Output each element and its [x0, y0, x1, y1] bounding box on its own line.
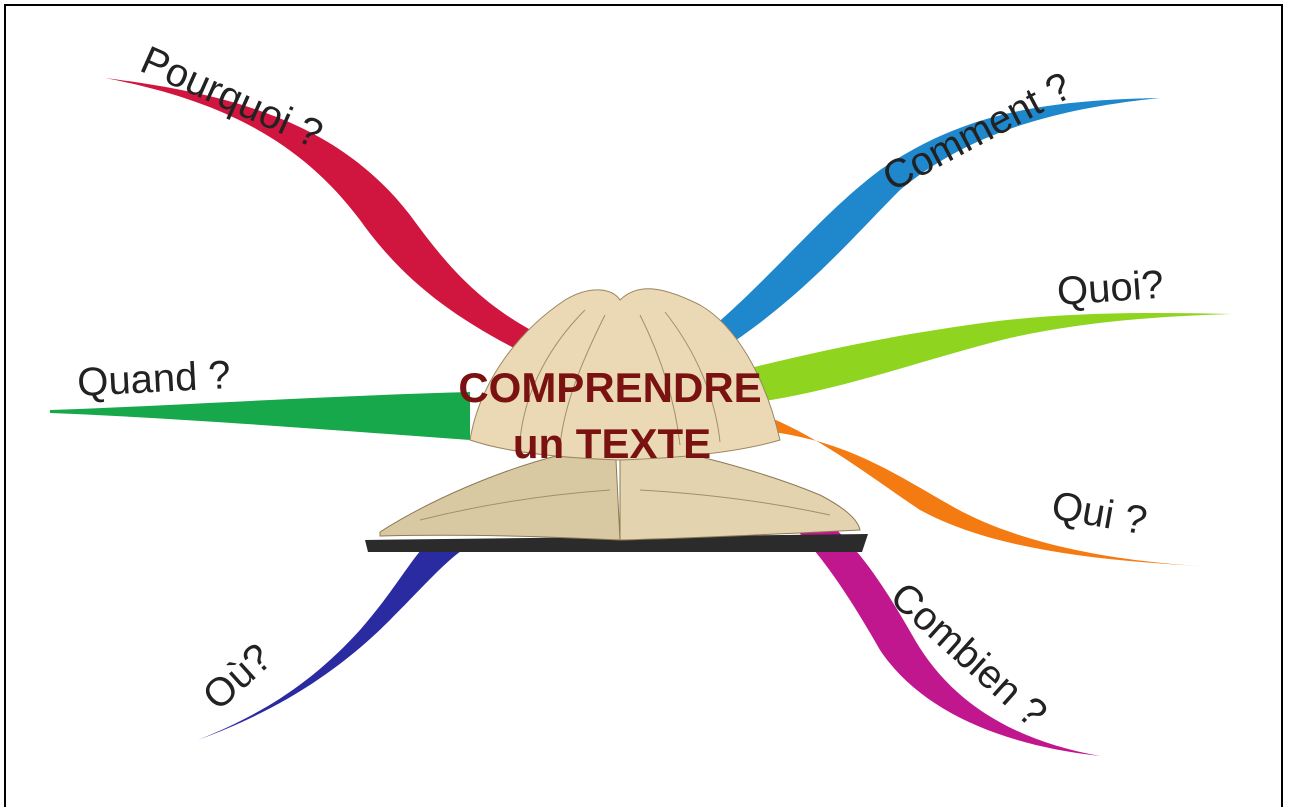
- ribbon-pourquoi: [105, 78, 578, 375]
- label-quand: Quand ?: [76, 353, 232, 405]
- ribbon-quand: [50, 392, 470, 440]
- branch-quand: Quand ?: [50, 353, 470, 440]
- book-cover: [365, 534, 868, 552]
- center-title: COMPRENDRE un TEXTE: [458, 364, 761, 467]
- branch-pourquoi: Pourquoi ?: [105, 38, 578, 375]
- branch-quoi: Quoi?: [735, 263, 1232, 405]
- ribbon-comment: [700, 98, 1160, 352]
- label-pourquoi: Pourquoi ?: [134, 38, 329, 157]
- ribbon-quoi: [735, 312, 1232, 405]
- center-title-line2: un TEXTE: [513, 420, 711, 467]
- label-ou: Où?: [195, 635, 281, 718]
- branch-ou: Où?: [195, 540, 478, 740]
- book-fanned-pages: [469, 288, 781, 461]
- book-illustration: [365, 288, 868, 552]
- book-page-lines: [419, 309, 831, 521]
- image-frame: [4, 4, 1283, 807]
- label-qui: Qui ?: [1048, 484, 1150, 544]
- ribbon-ou: [198, 540, 478, 740]
- center-title-line1: COMPRENDRE: [458, 364, 761, 411]
- label-quoi: Quoi?: [1056, 263, 1166, 314]
- label-comment: Comment ?: [876, 64, 1079, 200]
